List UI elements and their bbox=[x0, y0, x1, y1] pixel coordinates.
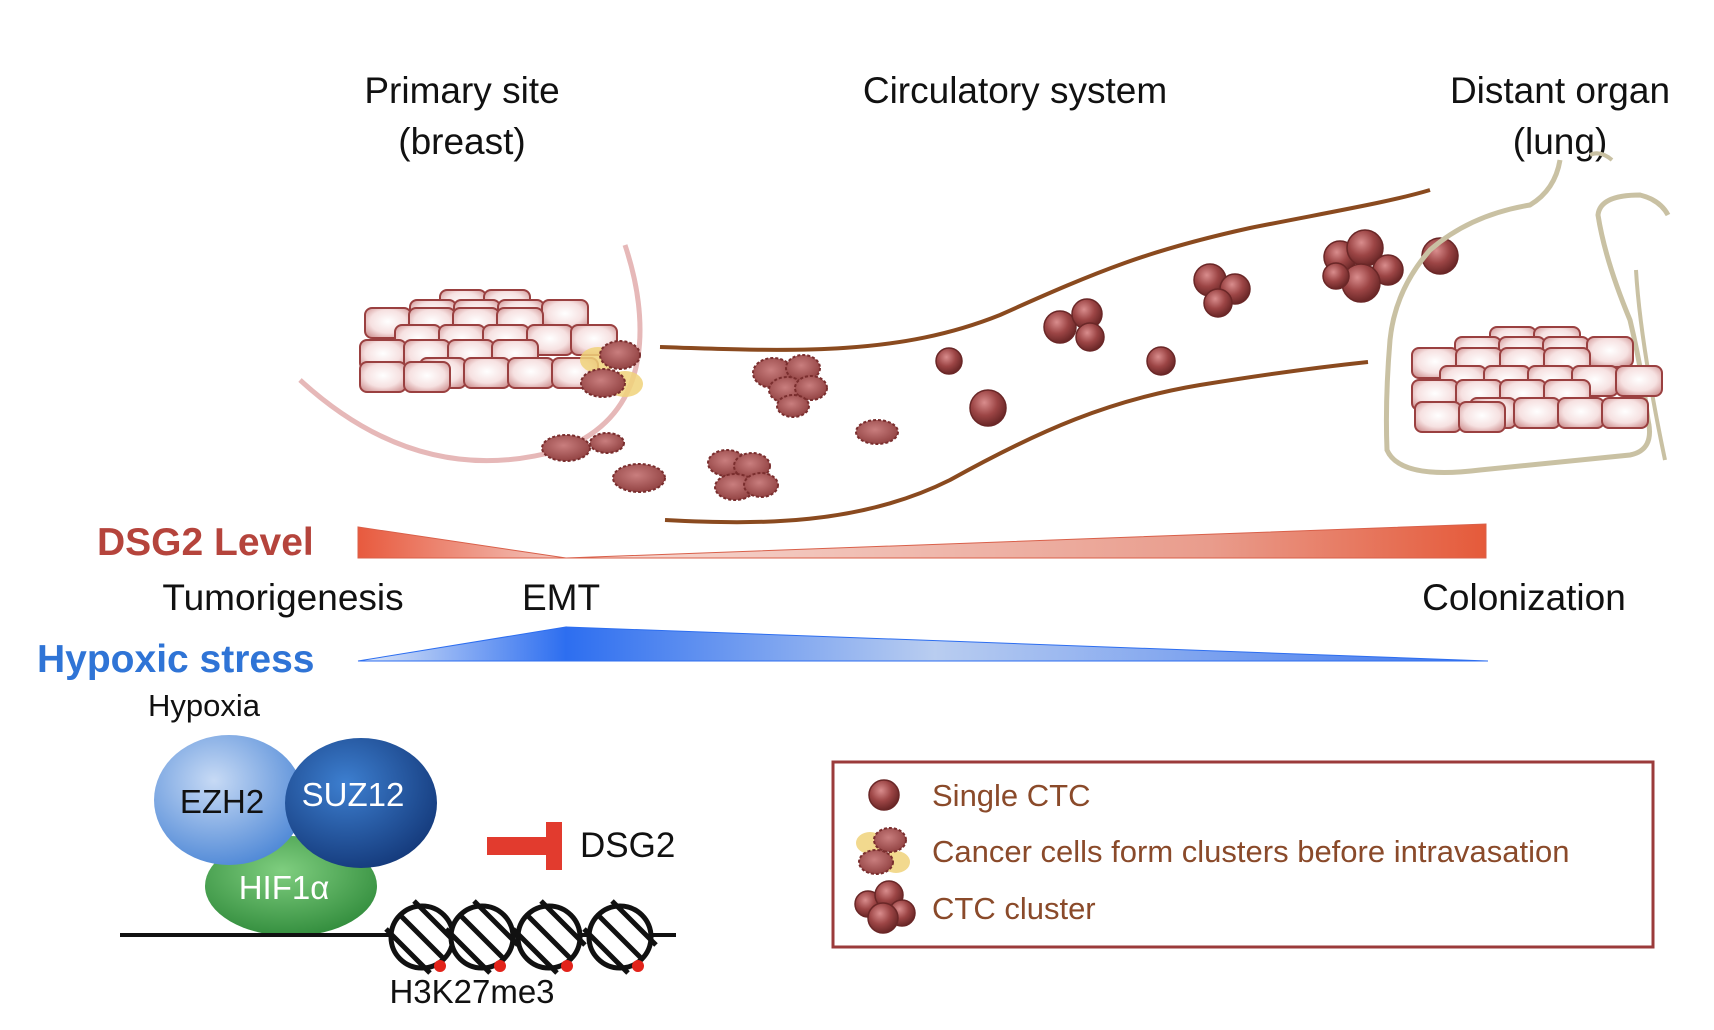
single-ctc-icon bbox=[868, 779, 900, 811]
legend-pre-cluster: Cancer cells form clusters before intrav… bbox=[932, 834, 1569, 869]
dsg2-level-label: DSG2 Level bbox=[97, 521, 314, 564]
dsg2-target-label: DSG2 bbox=[580, 826, 675, 865]
tumor-cell bbox=[463, 357, 511, 389]
metastatic-tumor bbox=[1411, 326, 1663, 433]
pre-cluster-icon bbox=[856, 827, 910, 875]
tumor-cell bbox=[1513, 397, 1561, 429]
tumor-cell bbox=[1601, 397, 1649, 429]
suz12-protein bbox=[285, 738, 437, 868]
stage-tumorigenesis: Tumorigenesis bbox=[162, 577, 403, 618]
tumor-cell bbox=[1586, 336, 1634, 368]
lung-right-edge bbox=[1634, 269, 1667, 461]
methylation-mark bbox=[561, 960, 573, 972]
legend-box bbox=[831, 760, 1655, 949]
methylation-mark bbox=[632, 960, 644, 972]
lung-outline bbox=[1383, 159, 1671, 475]
hypoxic-stress-label: Hypoxic stress bbox=[37, 638, 314, 681]
hypoxic-stress-decrease bbox=[565, 626, 1489, 662]
distant-organ-title: Distant organ bbox=[1450, 70, 1670, 111]
nucleosome-stripe bbox=[539, 899, 587, 947]
methylation-mark bbox=[434, 960, 446, 972]
hypoxia-label: Hypoxia bbox=[148, 688, 261, 723]
primary-site-title: Primary site bbox=[364, 70, 559, 111]
nucleosome-stripe bbox=[458, 913, 506, 961]
tumor-cell bbox=[507, 357, 555, 389]
tumor-cell bbox=[359, 361, 407, 393]
stage-colonization: Colonization bbox=[1422, 577, 1626, 618]
invading-cells bbox=[541, 432, 666, 493]
tumor-cell bbox=[1458, 401, 1506, 433]
circulating-cells bbox=[707, 229, 1459, 501]
tumor-cell bbox=[1414, 401, 1462, 433]
dsg2-level-increase bbox=[565, 523, 1487, 559]
nucleosome-stripe bbox=[511, 927, 559, 975]
vessel-wall-lower bbox=[664, 360, 1369, 525]
legend-ctc-cluster: CTC cluster bbox=[932, 891, 1096, 926]
tumor-cell bbox=[1615, 365, 1663, 397]
inhibition-arrow-icon bbox=[487, 822, 562, 870]
nucleosome-stripe bbox=[398, 913, 446, 961]
nucleosome-stripe bbox=[610, 899, 658, 947]
dsg2-level-decrease bbox=[357, 526, 567, 559]
nucleosomes bbox=[384, 899, 658, 975]
legend: Single CTC Cancer cells form clusters be… bbox=[831, 760, 1655, 949]
nucleosome-stripe bbox=[444, 927, 492, 975]
primary-site-subtitle: (breast) bbox=[398, 121, 525, 162]
ezh2-protein bbox=[154, 735, 304, 865]
suz12-label: SUZ12 bbox=[302, 776, 405, 813]
nucleosome-stripe bbox=[384, 927, 432, 975]
lung-trachea bbox=[1589, 151, 1614, 162]
breast-duct-outline bbox=[298, 244, 643, 464]
nucleosome-stripe bbox=[596, 913, 644, 961]
nucleosome-stripe bbox=[582, 927, 630, 975]
vessel-wall-upper bbox=[659, 188, 1431, 352]
circulatory-title: Circulatory system bbox=[863, 70, 1167, 111]
h3k27me3-label: H3K27me3 bbox=[389, 973, 554, 1010]
primary-tumor bbox=[359, 289, 618, 393]
tumor-cell bbox=[403, 361, 451, 393]
legend-single-ctc: Single CTC bbox=[932, 778, 1091, 813]
tumor-cell bbox=[1557, 397, 1605, 429]
hif1a-label: HIF1α bbox=[239, 869, 330, 906]
ezh2-label: EZH2 bbox=[180, 783, 264, 820]
hypoxic-stress-increase bbox=[357, 626, 567, 662]
stage-emt: EMT bbox=[522, 577, 600, 618]
ctc-cluster-icon bbox=[854, 880, 916, 934]
nucleosome-stripe bbox=[472, 899, 520, 947]
pre-intravasation-cluster bbox=[580, 340, 643, 398]
methylation-mark bbox=[494, 960, 506, 972]
nucleosome-stripe bbox=[525, 913, 573, 961]
